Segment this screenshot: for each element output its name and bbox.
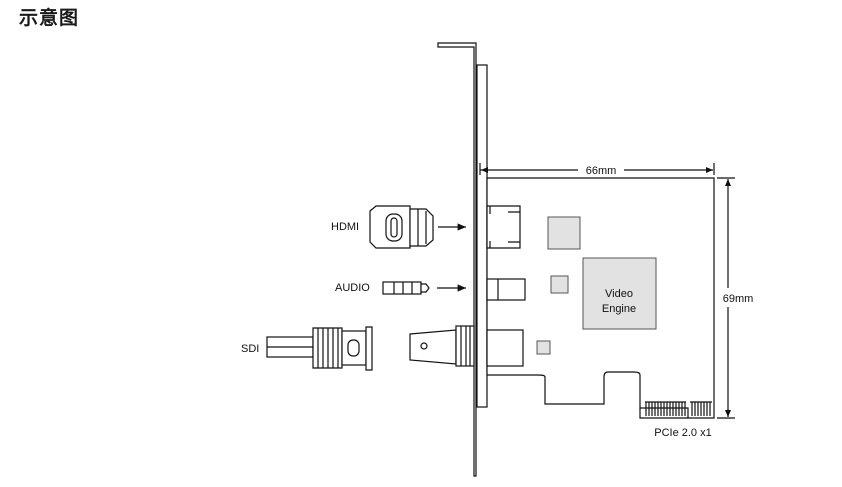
- sdi-label: SDI: [241, 343, 259, 355]
- component-small-1: [550, 275, 569, 294]
- page-title: 示意图: [19, 7, 80, 29]
- sdi-cable-plug: [266, 326, 373, 371]
- chip-label-line2: Engine: [602, 303, 636, 315]
- sdi-board-jack: [486, 329, 524, 367]
- width-dimension: 66mm: [479, 163, 715, 177]
- chip-label-line1: Video: [605, 288, 633, 300]
- component-large: [547, 216, 581, 250]
- pcie-connector: [639, 401, 712, 419]
- audio-board-jack: [486, 278, 526, 301]
- height-label: 69mm: [723, 293, 754, 305]
- bnc-jack: [409, 325, 475, 367]
- component-small-2: [536, 340, 551, 355]
- audio-label: AUDIO: [335, 282, 370, 294]
- hdmi-label: HDMI: [331, 221, 359, 233]
- video-engine-chip: [582, 257, 657, 330]
- pcie-label: PCIe 2.0 x1: [654, 427, 711, 439]
- width-label: 66mm: [586, 165, 617, 177]
- mounting-bracket: [437, 42, 488, 477]
- hdmi-cable-plug: [369, 205, 434, 249]
- hdmi-board-connector: [486, 205, 521, 249]
- audio-cable-plug: [382, 281, 430, 295]
- height-dimension: 69mm: [717, 177, 754, 419]
